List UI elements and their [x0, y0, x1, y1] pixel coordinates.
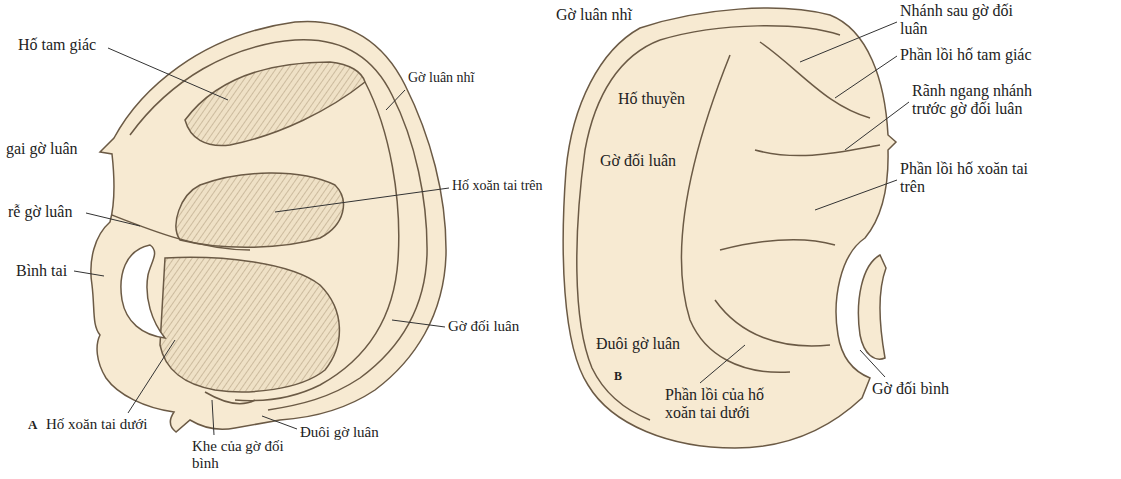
- figure-letter: B: [614, 370, 622, 384]
- leader-line: [800, 22, 897, 62]
- ear-lateral-view: [91, 21, 446, 432]
- leader-line: [835, 56, 897, 98]
- part-label: Bình tai: [16, 262, 67, 280]
- part-label: Hố xoăn tai dưới: [46, 416, 147, 433]
- leader-line: [74, 271, 104, 276]
- part-label: Phần lồi hố tam giác: [900, 46, 1032, 64]
- leader-line: [128, 340, 175, 413]
- part-label: Hố xoăn tai trên: [452, 178, 543, 194]
- helix-rim: [130, 40, 427, 410]
- leader-line: [845, 102, 909, 150]
- leader-line: [275, 188, 449, 212]
- leader-lines: [74, 22, 909, 435]
- triangular-fossa: [185, 62, 365, 146]
- triangular-eminence-ridge: [760, 42, 870, 118]
- leader-line: [700, 345, 745, 383]
- concha-eminence-ridge: [720, 240, 835, 250]
- part-label: Gờ đối luân: [600, 152, 676, 170]
- concha-opening: [121, 245, 165, 338]
- lower-concha-eminence: [715, 300, 830, 346]
- ear-outline: [91, 21, 446, 432]
- part-label: Gờ đối bình: [872, 380, 949, 398]
- concha-cartilage-edge: [858, 255, 886, 359]
- transverse-groove: [755, 145, 880, 156]
- leader-line: [86, 213, 140, 226]
- part-label: rễ gờ luân: [8, 203, 72, 221]
- part-label: Gờ luân nhĩ: [408, 70, 475, 86]
- part-label: Hố tam giác: [18, 36, 96, 54]
- part-label: Đuôi gờ luân: [596, 335, 680, 353]
- leader-line: [108, 48, 228, 100]
- part-label: Rãnh ngang nhánh trước gờ đối luân: [912, 82, 1052, 119]
- helix-top-rim: [660, 26, 840, 40]
- leader-line: [386, 90, 405, 110]
- ear-cranial-view: [563, 8, 896, 448]
- cavum-conchae: [160, 257, 339, 391]
- leader-line: [860, 350, 885, 377]
- ear-outline: [563, 8, 896, 448]
- leader-line: [392, 320, 445, 327]
- part-label: Khe của gờ đối bình: [192, 438, 300, 473]
- part-label: Phần lồi hố xoăn tai trên: [900, 160, 1050, 197]
- leader-line: [815, 180, 897, 210]
- figure-letter: A: [28, 418, 37, 433]
- leader-line: [212, 400, 214, 435]
- part-label: Phần lồi của hố xoăn tai dưới: [665, 386, 790, 423]
- part-label: Gờ luân nhĩ: [556, 6, 632, 24]
- part-label: Nhánh sau gờ đối luân: [900, 2, 1035, 39]
- crus-helicis: [112, 215, 250, 250]
- part-label: Gờ đối luân: [448, 318, 519, 335]
- leader-line: [262, 416, 297, 429]
- cymba-conchae: [176, 173, 343, 247]
- part-label: gai gờ luân: [6, 140, 78, 158]
- part-label: Hố thuyền: [618, 90, 685, 108]
- antihelix-groove: [681, 55, 790, 372]
- part-label: Đuôi gờ luân: [300, 424, 379, 441]
